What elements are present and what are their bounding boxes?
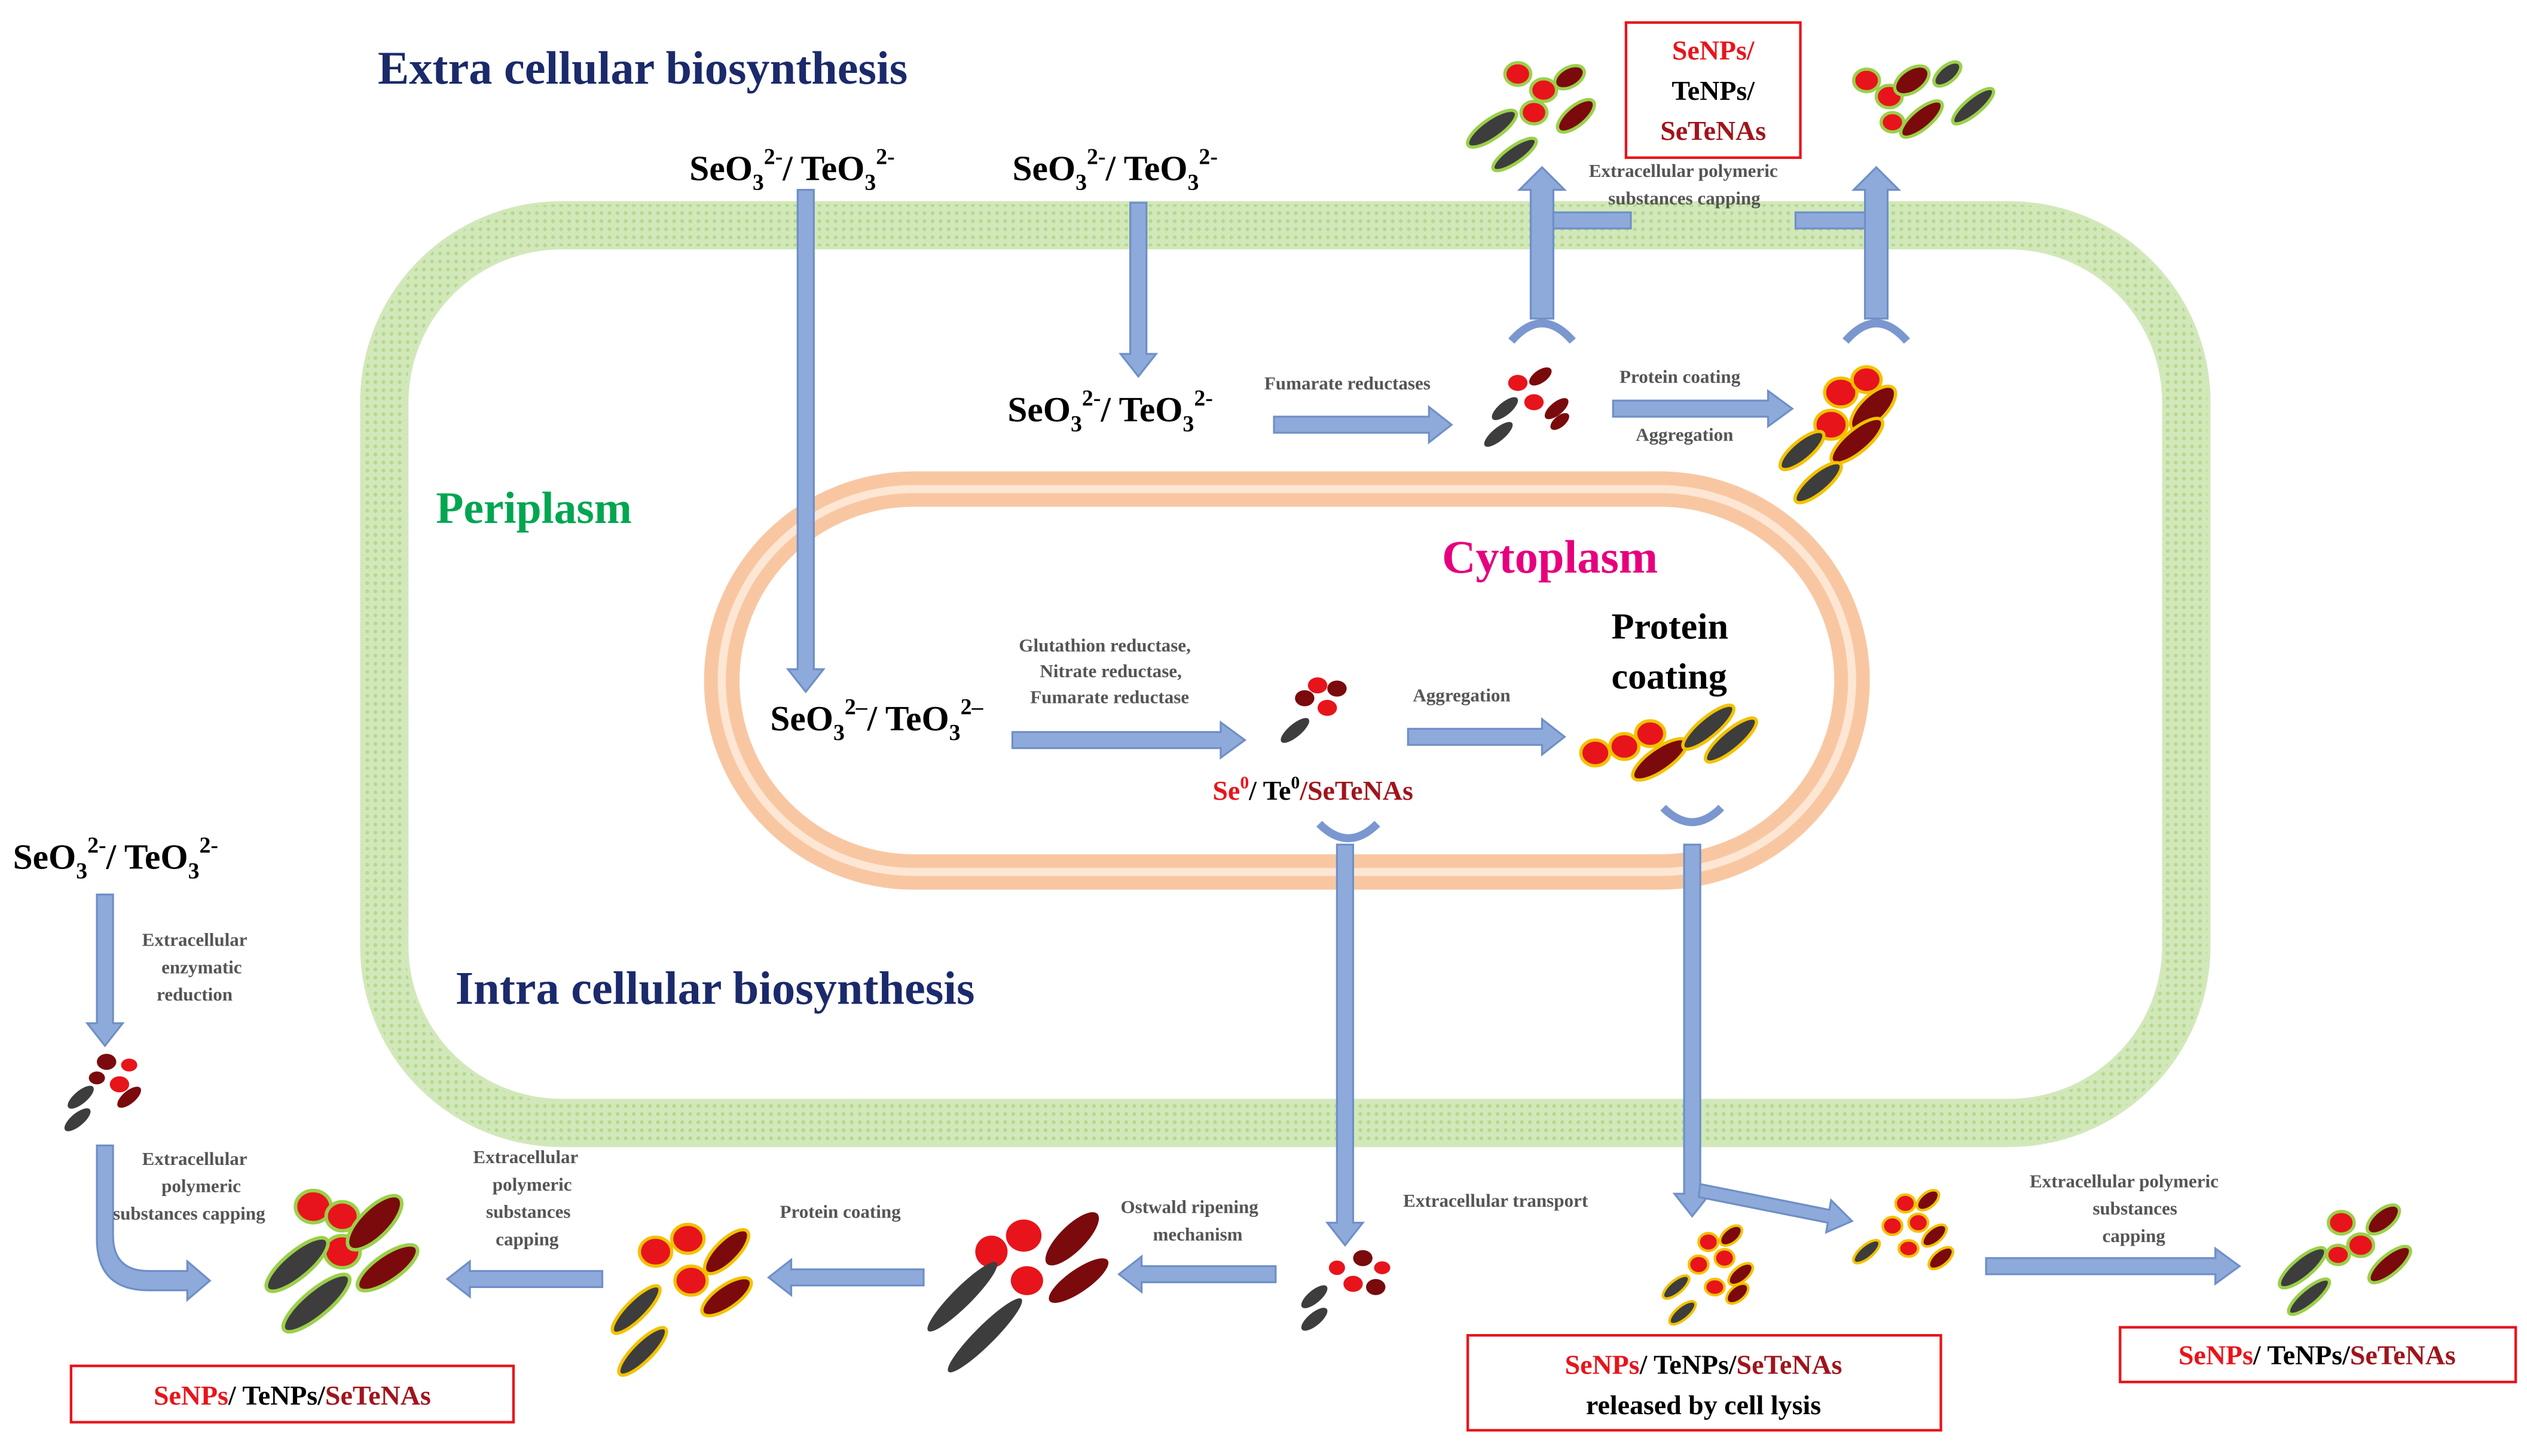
label-glut-2: Nitrate reductase, [1040, 660, 1181, 681]
arrow-right-eps [1985, 1246, 2241, 1286]
label-eps-top-2: substances capping [1608, 188, 1761, 209]
label-ext-enz-3: reduction [157, 984, 233, 1005]
arrow-up-left-eps [1517, 166, 1567, 320]
svg-text:SeO32–/ TeO32–: SeO32–/ TeO32– [770, 695, 983, 745]
product-box-lysis: SeNPs/ TeNPs/SeTeNAs released by cell ly… [1466, 1333, 1942, 1432]
label-aggregation-top: Aggregation [1636, 424, 1733, 445]
receptor-shapes [1316, 319, 1910, 843]
intra-cellular-heading: Intra cellular biosynthesis [456, 962, 975, 1014]
svg-text:SeO32-/ TeO32-: SeO32-/ TeO32- [1013, 145, 1218, 195]
svg-text:SeNPs/ TeNPs/SeTeNAs: SeNPs/ TeNPs/SeTeNAs [2178, 1340, 2456, 1371]
label-ext-enz-1: Extracellular [142, 929, 247, 950]
svg-text:SeNPs/: SeNPs/ [1672, 35, 1755, 66]
label-protein-coating-top: Protein coating [1620, 366, 1741, 387]
arrow-left-protein [767, 1258, 925, 1298]
arrow-down-to-periplasm [1119, 201, 1159, 378]
label-glut-1: Glutathion reductase, [1019, 635, 1191, 656]
nanoparticle-cluster-left [64, 1054, 141, 1131]
cytoplasm-label: Cytoplasm [1442, 531, 1658, 583]
nanoparticle-cluster-eps-top-right [1851, 60, 1996, 139]
svg-text:SeTeNAs: SeTeNAs [1660, 115, 1766, 146]
periplasm-label: Periplasm [436, 484, 632, 533]
svg-text:SeNPs/ TeNPs/SeTeNAs: SeNPs/ TeNPs/SeTeNAs [1565, 1350, 1842, 1380]
nanoparticle-cluster-eps-top-left [1466, 61, 1596, 173]
arrow-left-curve-capping [96, 1144, 212, 1302]
svg-text:SeO32-/ TeO32-: SeO32-/ TeO32- [1007, 386, 1212, 436]
label-aggregation-cyto: Aggregation [1413, 685, 1510, 706]
ion-label-left: SeO32-/ TeO32- [13, 833, 218, 884]
label-eps-left-3: substances capping [113, 1203, 265, 1223]
label-ostwald-2: mechanism [1153, 1223, 1242, 1244]
label-eps-top-1: Extracellular polymeric [1589, 160, 1778, 181]
label-ext-enz-2: enzymatic [161, 957, 242, 978]
nanoparticle-cluster-lysis-1 [1661, 1224, 1754, 1326]
arrow-protein-coating-periplasm [1612, 389, 1794, 429]
nanoparticle-cluster-protein-cytoplasm [1579, 703, 1758, 782]
label-eps-left-1: Extracellular [142, 1148, 247, 1169]
label-eps-left-2: polymeric [161, 1176, 241, 1197]
svg-text:released by cell lysis: released by cell lysis [1586, 1390, 1821, 1420]
arrow-up-right-eps [1851, 166, 1902, 320]
nanoparticle-cluster-cytoplasm [1281, 677, 1347, 743]
eps-bar-right [1794, 211, 1866, 230]
nanoparticle-cluster-protein-bottom [610, 1222, 753, 1377]
ion-label-periplasm: SeO32-/ TeO32- [1007, 386, 1212, 436]
nanoparticle-cluster-eps-right [2278, 1203, 2412, 1316]
svg-text:TeNPs/: TeNPs/ [1672, 75, 1755, 106]
extra-cellular-heading: Extra cellular biosynthesis [378, 42, 907, 94]
ion-label-top-right: SeO32-/ TeO32- [1013, 145, 1218, 195]
svg-text:SeO32-/ TeO32-: SeO32-/ TeO32- [689, 145, 894, 195]
label-extracellular-transport: Extracellular transport [1403, 1190, 1588, 1211]
svg-text:SeNPs/ TeNPs/SeTeNAs: SeNPs/ TeNPs/SeTeNAs [154, 1380, 431, 1411]
arrow-aggregation-cyto [1407, 717, 1566, 757]
label-eps-mid-4: capping [496, 1228, 559, 1249]
nanoparticle-cluster-periplasm [1484, 367, 1569, 447]
inner-membrane [704, 471, 1870, 890]
product-box-bottom-left: SeNPs/ TeNPs/SeTeNAs [69, 1365, 515, 1424]
label-fumarate-reductases: Fumarate reductases [1264, 372, 1431, 393]
ion-label-cytoplasm: SeO32–/ TeO32– [770, 695, 983, 745]
arrow-glutathion [1011, 720, 1247, 760]
pathway-arrows [85, 166, 2241, 1302]
arrow-fumarate [1273, 405, 1453, 445]
eps-bar-left [1552, 211, 1632, 230]
label-eps-mid-1: Extracellular [473, 1146, 578, 1167]
label-ostwald-1: Ostwald ripening [1120, 1197, 1258, 1218]
arrow-down-left-enzymatic [85, 893, 125, 1048]
product-box-top: SeNPs/ TeNPs/ SeTeNAs [1624, 21, 1802, 159]
arrow-diagonal-lysis [1697, 1183, 1854, 1234]
ion-label-top-left: SeO32-/ TeO32- [689, 145, 894, 195]
nanoparticle-cluster-lysis-2 [1852, 1189, 1954, 1271]
arrow-down-to-cytoplasm [786, 189, 826, 694]
label-eps-right-2: substances [2092, 1198, 2177, 1219]
arrow-down-ostwald [1325, 843, 1365, 1247]
label-protein-coating-big-2: coating [1612, 656, 1727, 697]
label-glut-3: Fumarate reductase [1030, 686, 1189, 707]
label-eps-right-1: Extracellular polymeric [2030, 1171, 2219, 1192]
arrow-left-ostwald [1117, 1254, 1277, 1294]
label-protein-coating-bottom: Protein coating [780, 1201, 902, 1222]
arrow-down-lysis [1672, 843, 1712, 1218]
outer-membrane [360, 201, 2211, 1148]
label-eps-mid-2: polymeric [493, 1174, 572, 1195]
label-eps-right-3: capping [2103, 1225, 2166, 1246]
nanoparticle-cluster-ostwald [927, 1212, 1109, 1373]
product-box-bottom-right: SeNPs/ TeNPs/SeTeNAs [2119, 1326, 2517, 1384]
nanoparticle-cluster-transport [1301, 1250, 1391, 1331]
arrow-left-eps [445, 1259, 604, 1299]
label-se0-te0: Se0/ Te0/SeTeNAs [1212, 773, 1413, 806]
svg-text:SeO32-/ TeO32-: SeO32-/ TeO32- [13, 833, 218, 884]
nanoparticle-cluster-protein-periplasm [1778, 365, 1897, 504]
nanoparticle-cluster-eps-left [264, 1188, 420, 1334]
label-eps-mid-3: substances [486, 1201, 571, 1222]
label-protein-coating-big-1: Protein [1612, 607, 1728, 647]
